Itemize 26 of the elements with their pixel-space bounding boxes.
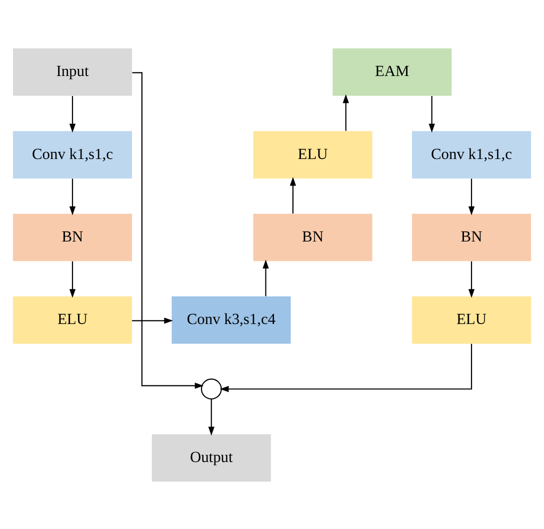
- arrow: [69, 178, 76, 215]
- node-box: Output: [152, 434, 271, 482]
- node-circle: [200, 378, 222, 399]
- node-box: Conv k3,s1,c4: [172, 296, 291, 344]
- node-box: ELU: [412, 296, 532, 344]
- arrow: [342, 94, 349, 130]
- arrow: [220, 343, 472, 392]
- node-box: ELU: [253, 130, 372, 178]
- arrow: [428, 96, 435, 132]
- arrow: [69, 260, 76, 298]
- arrow: [132, 317, 173, 324]
- node-box: BN: [12, 213, 132, 261]
- arrow: [290, 176, 296, 214]
- arrow: [132, 72, 204, 388]
- node-box: ELU: [12, 296, 132, 344]
- arrow: [208, 398, 214, 436]
- node-box: BN: [253, 213, 372, 261]
- node-box: Conv k1,s1,c: [412, 130, 532, 178]
- node-box: EAM: [332, 48, 452, 96]
- arrow: [69, 96, 76, 132]
- arrow: [468, 260, 475, 298]
- arrow: [468, 178, 475, 215]
- node-box: Conv k1,s1,c: [12, 130, 132, 178]
- node-box: Input: [12, 48, 132, 96]
- node-box: BN: [412, 213, 532, 261]
- arrow: [262, 259, 269, 296]
